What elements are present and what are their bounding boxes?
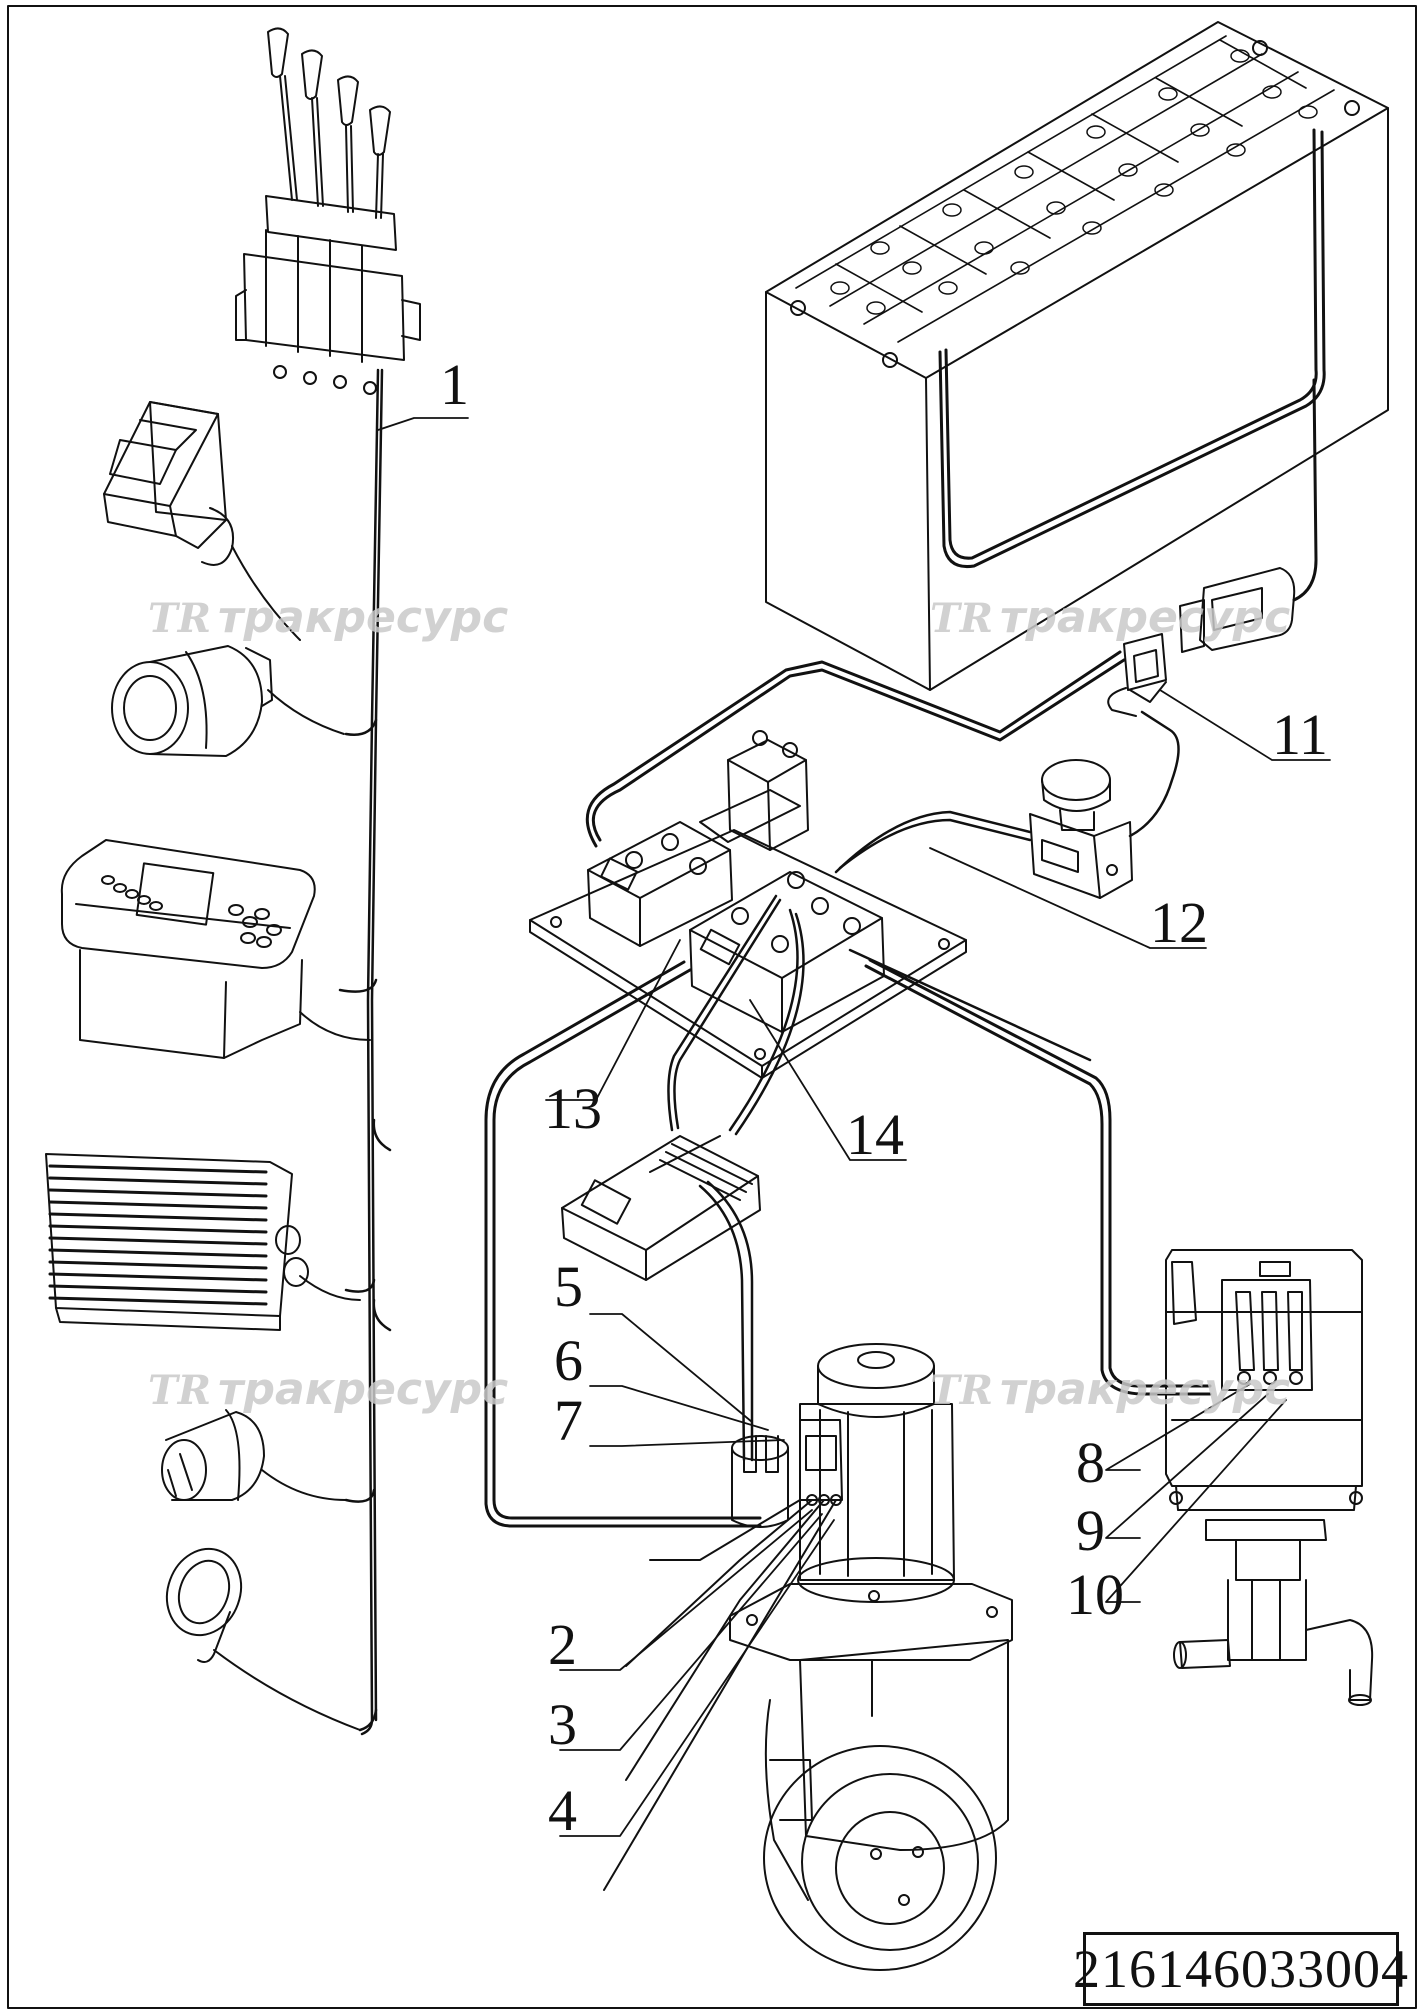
callout-9: 9	[1076, 1498, 1105, 1563]
watermark-logo: TR	[148, 595, 211, 642]
watermark-logo: TR	[930, 1367, 993, 1414]
callout-6: 6	[554, 1328, 583, 1393]
contactor-panel-icon	[484, 650, 1212, 1528]
display-panel-icon	[60, 839, 371, 1059]
motor-controller-icon	[561, 1135, 761, 1462]
rocker-switch-icon	[103, 401, 301, 641]
callout-3: 3	[548, 1692, 577, 1757]
emergency-stop-icon	[1029, 710, 1180, 899]
callout-14: 14	[846, 1102, 904, 1167]
control-valve-lever-icon	[235, 27, 421, 395]
battery-icon	[765, 21, 1389, 691]
callout-7: 7	[554, 1388, 583, 1453]
drive-wheel-motor-icon	[603, 1343, 1013, 1971]
callout-4: 4	[548, 1778, 577, 1843]
drawing-number: 216146033004	[1073, 1939, 1409, 1999]
watermark-logo: TR	[930, 595, 993, 642]
battery-connector-icon	[1107, 378, 1318, 717]
main-harness-wire	[338, 368, 392, 1736]
push-button-icon	[111, 645, 345, 757]
callout-10: 10	[1066, 1562, 1124, 1627]
callout-12: 12	[1150, 890, 1208, 955]
watermark-text: тракресурс	[1000, 1364, 1290, 1415]
leader-lines	[377, 417, 1331, 1837]
callout-2: 2	[548, 1612, 577, 1677]
callout-8: 8	[1076, 1430, 1105, 1495]
key-switch-icon	[161, 1409, 347, 1501]
callout-13: 13	[544, 1076, 602, 1141]
callout-11: 11	[1272, 702, 1328, 767]
watermark-text: тракресурс	[218, 1364, 508, 1415]
watermark-text: тракресурс	[1000, 592, 1290, 643]
horn-icon	[165, 1547, 361, 1731]
controller-heatsink-icon	[45, 1153, 361, 1331]
watermark-group: TR тракресурс TR тракресурс TR тракресур…	[148, 592, 1290, 1415]
watermark-text: тракресурс	[218, 592, 508, 643]
callout-5: 5	[554, 1254, 583, 1319]
pump-motor-icon	[1165, 1249, 1374, 1706]
drawing-number-box: 216146033004	[1073, 1932, 1408, 2006]
watermark-logo: TR	[148, 1367, 211, 1414]
callout-1: 1	[440, 352, 469, 417]
